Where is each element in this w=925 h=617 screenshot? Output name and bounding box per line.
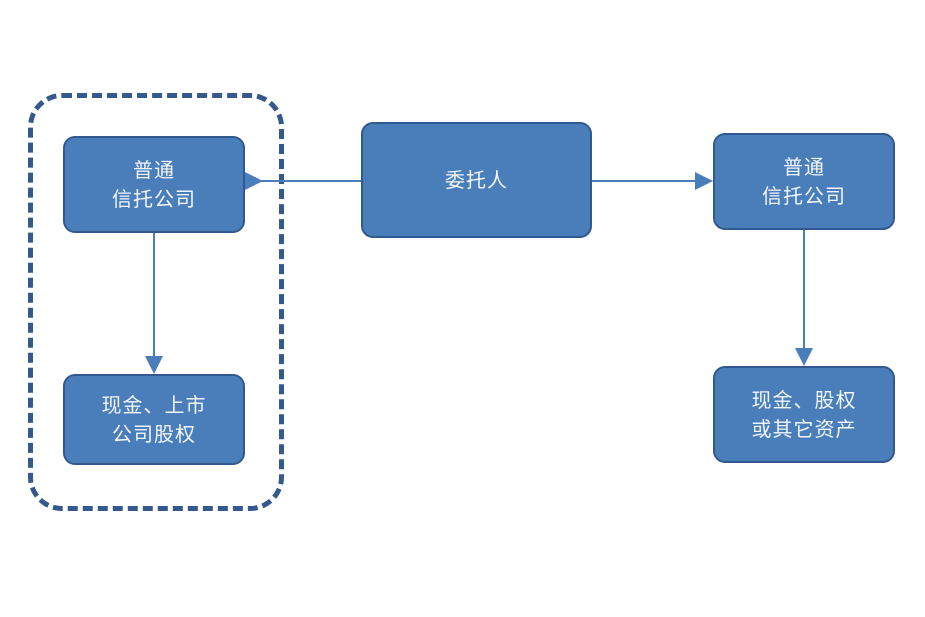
node-settlor-center[interactable]: 委托人 (361, 122, 592, 238)
node-label-line: 普通 (133, 158, 175, 183)
node-label-line: 信托公司 (762, 183, 846, 208)
dashed-group-left (28, 93, 284, 511)
node-label-line: 公司股权 (112, 421, 196, 446)
node-label-line: 委托人 (445, 167, 508, 192)
node-trust-company-right[interactable]: 普通 信托公司 (713, 133, 895, 230)
node-assets-left[interactable]: 现金、上市 公司股权 (63, 374, 245, 465)
node-label-line: 信托公司 (112, 186, 196, 211)
node-label-line: 现金、股权 (751, 388, 857, 413)
node-trust-company-left[interactable]: 普通 信托公司 (63, 136, 245, 233)
node-label-line: 或其它资产 (751, 416, 857, 441)
node-assets-right[interactable]: 现金、股权 或其它资产 (713, 366, 895, 463)
node-label-line: 现金、上市 (101, 393, 207, 418)
node-label-line: 普通 (783, 155, 825, 180)
